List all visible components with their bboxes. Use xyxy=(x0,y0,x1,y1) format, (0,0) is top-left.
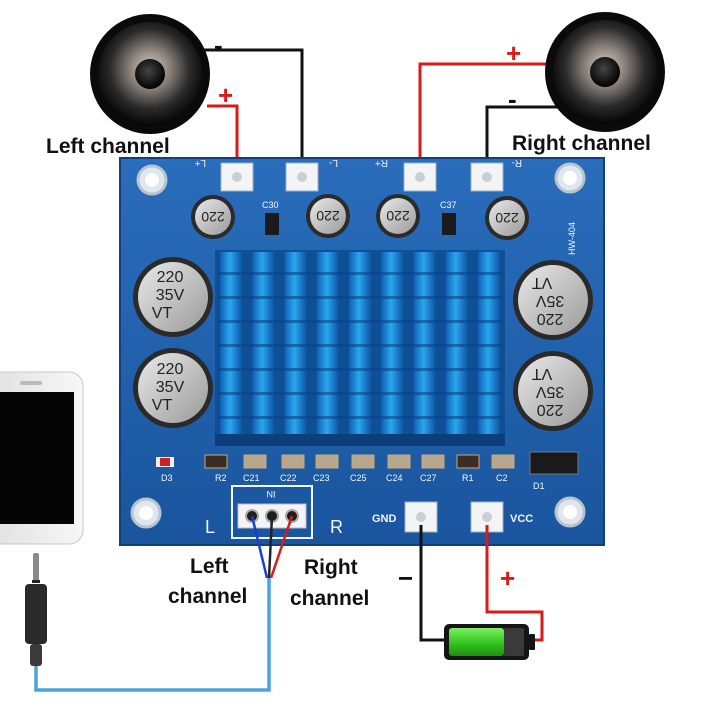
speaker-terminals xyxy=(220,162,504,192)
small-cap-2: 220 xyxy=(306,194,350,238)
svg-text:220: 220 xyxy=(537,310,564,327)
phone-icon xyxy=(0,371,84,545)
heatsink-slot xyxy=(217,272,503,275)
silk-vcc: VCC xyxy=(510,513,533,525)
right-minus-sign: - xyxy=(508,84,517,114)
silk-c22: C22 xyxy=(280,473,297,483)
heatsink-slot xyxy=(217,320,503,323)
svg-text:220: 220 xyxy=(495,210,519,226)
audio-jack-icon xyxy=(25,553,47,666)
right-speaker-label: Right channel xyxy=(512,132,651,155)
audio-cable xyxy=(34,515,294,692)
input-left-label-line1: Left xyxy=(190,555,229,578)
svg-text:VT: VT xyxy=(532,274,553,291)
silk-r1: R1 xyxy=(462,473,474,483)
heatsink xyxy=(215,250,505,446)
large-cap-bottom-right: 220 35V VT xyxy=(513,351,593,431)
svg-text:VT: VT xyxy=(532,365,553,382)
terminal-label-right-minus: R- xyxy=(511,157,522,168)
large-cap-top-right: 220 35V VT xyxy=(513,260,593,340)
silk-d3: D3 xyxy=(161,473,173,483)
input-right-label-line2: channel xyxy=(290,587,370,610)
right-plus-wire xyxy=(418,62,560,172)
silk-input-l: L xyxy=(205,517,215,537)
silk-gnd: GND xyxy=(372,513,397,525)
silk-r2: R2 xyxy=(215,473,227,483)
amplifier-board: L+ L- R+ R- 220 220 220 xyxy=(119,157,605,546)
battery-minus-sign: − xyxy=(398,563,414,593)
power-wires xyxy=(419,525,544,642)
silk-c21: C21 xyxy=(243,473,260,483)
left-speaker-label: Left channel xyxy=(46,135,170,158)
silk-c25: C25 xyxy=(350,473,367,483)
terminal-label-left-minus: L- xyxy=(329,157,338,168)
terminal-label-right-plus: R+ xyxy=(375,157,388,168)
silk-c30: C30 xyxy=(262,200,279,210)
smd-components xyxy=(156,451,579,475)
svg-text:35V: 35V xyxy=(535,383,564,400)
heatsink-slot xyxy=(217,296,503,299)
svg-text:220: 220 xyxy=(157,361,184,378)
svg-text:35V: 35V xyxy=(535,292,564,309)
silk-model: HW-404 xyxy=(567,222,577,255)
input-left-wire xyxy=(250,515,269,579)
input-left-label-line2: channel xyxy=(168,585,248,608)
silk-input-r: R xyxy=(330,517,343,537)
small-capacitors: 220 220 220 220 xyxy=(191,194,529,240)
terminal-label-left-plus: L+ xyxy=(194,157,206,168)
svg-text:35V: 35V xyxy=(156,287,185,304)
svg-text:VT: VT xyxy=(152,305,173,322)
heatsink-slot xyxy=(217,392,503,395)
silk-c27: C27 xyxy=(420,473,437,483)
input-ground-wire xyxy=(267,515,274,579)
right-plus-sign: + xyxy=(506,38,522,68)
left-minus-sign: - xyxy=(214,30,223,60)
right-minus-wire xyxy=(485,105,560,172)
silk-c2: C2 xyxy=(496,473,508,483)
heatsink-slot xyxy=(217,368,503,371)
large-cap-top-left: 220 35V VT xyxy=(133,257,213,337)
battery-plus-sign: + xyxy=(500,563,516,593)
left-plus-sign: + xyxy=(218,80,234,110)
gnd-wire xyxy=(419,525,447,642)
heatsink-slot xyxy=(217,344,503,347)
svg-text:220: 220 xyxy=(157,269,184,286)
left-minus-wire xyxy=(190,48,304,172)
svg-text:220: 220 xyxy=(537,401,564,418)
mounting-holes xyxy=(130,162,586,529)
silk-c37: C37 xyxy=(440,200,457,210)
svg-text:220: 220 xyxy=(316,208,340,224)
input-right-label-line1: Right xyxy=(304,556,358,579)
silk-in: IN xyxy=(267,489,276,499)
input-right-wire xyxy=(269,515,294,579)
small-cap-4: 220 xyxy=(485,196,529,240)
heatsink-slot xyxy=(217,416,503,419)
cable-run xyxy=(34,578,271,692)
svg-text:35V: 35V xyxy=(156,379,185,396)
large-cap-bottom-left: 220 35V VT xyxy=(133,348,213,428)
svg-text:220: 220 xyxy=(386,208,410,224)
svg-text:VT: VT xyxy=(152,397,173,414)
vcc-wire xyxy=(485,525,544,642)
small-cap-3: 220 xyxy=(376,194,420,238)
silk-d1: D1 xyxy=(533,481,545,491)
large-capacitors: 220 35V VT 220 35V VT 220 35V VT xyxy=(133,257,593,431)
battery-icon xyxy=(444,624,535,660)
silk-c24: C24 xyxy=(386,473,403,483)
speaker-wires xyxy=(190,48,560,172)
small-cap-1: 220 xyxy=(191,195,235,239)
right-speaker xyxy=(545,12,665,132)
svg-text:220: 220 xyxy=(201,209,225,225)
left-speaker xyxy=(90,14,210,134)
left-plus-wire xyxy=(207,104,239,172)
silk-c23: C23 xyxy=(313,473,330,483)
